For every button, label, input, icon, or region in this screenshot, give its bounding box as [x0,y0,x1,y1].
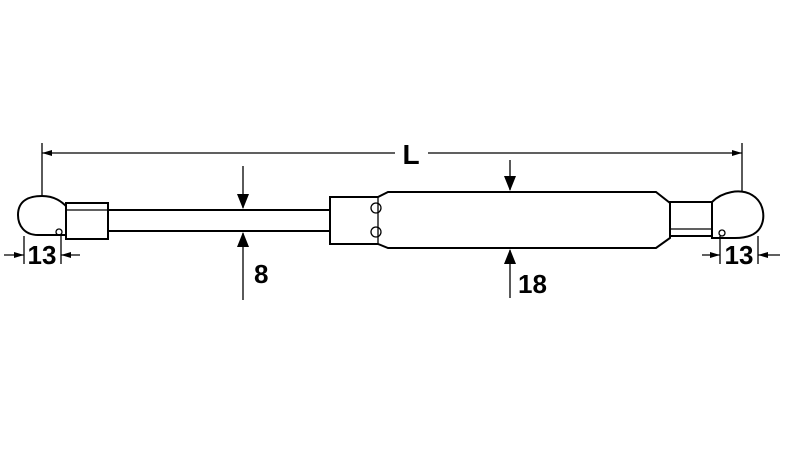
left-socket-collar [65,202,109,240]
rod-diameter-label: 8 [254,259,268,289]
rod-dim-lower-arrow [237,232,249,247]
right-end-fitting-label: 13 [725,240,754,270]
right-end-fitting-dimension: 13 [702,236,780,270]
cylinder-diameter-dimension: 18 [504,160,547,299]
left-ball-socket [16,194,109,240]
overall-length-dimension: L [41,139,743,205]
right-socket-body [711,190,765,239]
right-socket-collar [669,201,713,237]
overall-length-label: L [402,139,419,170]
left-fit-arrow-left [14,252,24,258]
cylinder-body [329,191,671,249]
rod-dim-upper-arrow [237,194,249,209]
right-fit-arrow-right [758,252,768,258]
cyl-dim-upper-arrow [504,176,516,191]
right-length-arrow [732,150,742,156]
left-fit-arrow-right [61,252,71,258]
cylinder [329,191,671,249]
left-end-fitting-label: 13 [28,240,57,270]
cylinder-hole-top [370,202,382,214]
cylinder-hole-bottom [370,226,382,238]
cylinder-diameter-label: 18 [518,269,547,299]
rod-diameter-dimension: 8 [237,166,268,300]
right-fit-arrow-left [710,252,720,258]
cyl-dim-lower-arrow [504,249,516,264]
right-socket-pin [718,229,726,237]
piston-rod [108,209,330,232]
right-ball-socket [669,190,765,239]
left-length-arrow [42,150,52,156]
left-end-fitting-dimension: 13 [4,236,80,270]
left-socket-body [16,194,68,236]
left-socket-pin [55,228,63,236]
